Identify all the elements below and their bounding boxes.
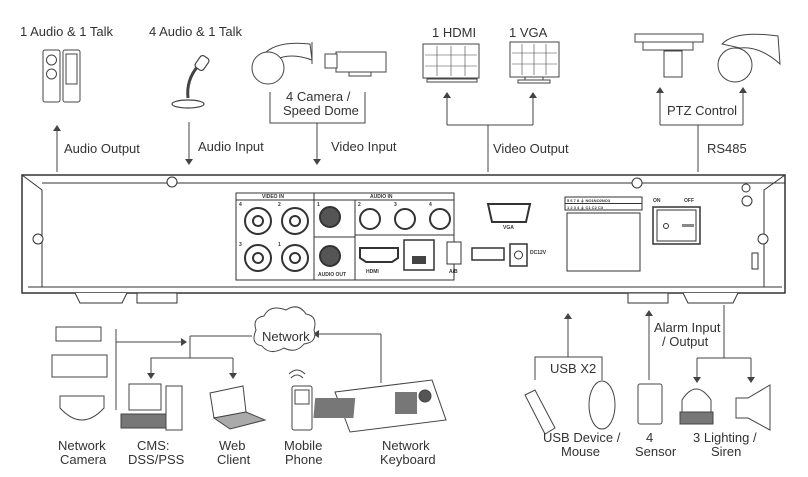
rca-connector-icon	[319, 206, 451, 267]
ptz-camera-icon	[634, 33, 704, 78]
audio-port-1: 1	[317, 202, 320, 208]
cms-label-2: DSS/PSS	[128, 452, 185, 467]
audio-out-label: AUDIO OUT	[318, 272, 347, 278]
lighting-label-1: 3 Lighting /	[693, 430, 757, 445]
mobile-phone-label-1: Mobile	[284, 438, 323, 453]
laptop-icon	[209, 385, 267, 430]
vga-monitor-icon	[509, 41, 560, 84]
video-in-label: VIDEO IN	[262, 194, 284, 200]
audio-output-device-label: 1 Audio & 1 Talk	[20, 24, 113, 39]
network-port-icon	[403, 239, 435, 271]
alarm-light-icon	[681, 388, 712, 413]
screw-icon	[32, 176, 769, 245]
sensor-label-2: Sensor	[635, 444, 677, 459]
network-camera-label-2: Camera	[60, 452, 107, 467]
bnc-connector-icon	[244, 207, 309, 272]
audio-output-label: Audio Output	[64, 141, 140, 156]
video-port-3: 3	[239, 242, 242, 248]
rs485-port-icon	[446, 241, 462, 265]
usb-x2-label: USB X2	[550, 361, 597, 376]
video-port-1: 1	[278, 242, 281, 248]
network-cloud-icon	[253, 306, 316, 352]
audio-port-3: 3	[394, 202, 397, 208]
audio-port-2: 2	[358, 202, 361, 208]
on-label: ON	[653, 198, 661, 204]
hdmi-label: HDMI	[366, 269, 379, 275]
usb-device-label-1: USB Device /	[543, 430, 621, 445]
ptz-control-label: PTZ Control	[667, 103, 738, 118]
usb-stick-icon	[524, 389, 556, 435]
dc-label: DC12V	[530, 250, 547, 256]
alarm-terminal-block	[566, 212, 641, 272]
network-box-camera-icon	[55, 326, 102, 342]
video-port-2: 2	[278, 202, 281, 208]
dvr-rear-panel	[21, 174, 786, 304]
network-camera-label-1: Network	[58, 438, 106, 453]
mobile-phone-icon	[288, 369, 313, 431]
ab-label: A/B	[449, 269, 458, 275]
camera-label-line1: 4 Camera /	[286, 89, 351, 104]
cms-computer-icon	[120, 383, 183, 431]
audio-input-device-label: 4 Audio & 1 Talk	[149, 24, 242, 39]
alarm-bottom-row: 1 2 3 4 ⏚ C1 C2 C3	[567, 205, 604, 210]
hdmi-port-icon	[359, 247, 399, 263]
network-label: Network	[262, 329, 310, 344]
audio-port-4: 4	[429, 202, 432, 208]
web-client-label-1: Web	[219, 438, 246, 453]
usb-port-icon	[471, 247, 505, 261]
video-output-label: Video Output	[493, 141, 569, 156]
cms-label-1: CMS:	[137, 438, 170, 453]
camera-label-line2: Speed Dome	[283, 103, 359, 118]
web-client-label-2: Client	[217, 452, 251, 467]
vga-port-icon	[486, 203, 532, 223]
video-port-4: 4	[239, 202, 242, 208]
microphone-icon	[171, 54, 210, 109]
siren-icon	[735, 384, 771, 431]
ptz-dome-icon	[717, 33, 781, 83]
network-keyboard-label-2: Keyboard	[380, 452, 436, 467]
sensor-label-1: 4	[646, 430, 654, 445]
hdmi-monitor-label: 1 HDMI	[432, 25, 477, 40]
vga-monitor-label: 1 VGA	[509, 25, 548, 40]
sensor-icon	[637, 383, 663, 425]
video-input-label: Video Input	[331, 139, 397, 154]
mouse-icon	[588, 380, 616, 430]
lighting-label-2: Siren	[711, 444, 742, 459]
vga-label: VGA	[503, 225, 514, 231]
network-keyboard-label-1: Network	[382, 438, 430, 453]
network-bullet-camera-icon	[51, 354, 108, 378]
alarm-io-label-1: Alarm Input	[654, 320, 721, 335]
box-camera-icon	[324, 51, 387, 77]
network-dome-camera-icon	[59, 395, 105, 421]
mobile-phone-label-2: Phone	[285, 452, 323, 467]
rs485-label: RS485	[707, 141, 747, 156]
alarm-io-label-2: / Output	[662, 334, 709, 349]
alarm-top-row: 5 6 7 8 ⏚ NO1NO2NO3	[567, 198, 611, 203]
usb-device-label-2: Mouse	[561, 444, 601, 459]
audio-input-label: Audio Input	[198, 139, 264, 154]
speed-dome-icon	[251, 42, 313, 85]
hdmi-monitor-icon	[422, 43, 480, 83]
network-keyboard-icon	[313, 379, 447, 433]
speaker-icon	[42, 49, 81, 103]
off-label: OFF	[684, 198, 694, 204]
audio-in-label: AUDIO IN	[370, 194, 393, 200]
